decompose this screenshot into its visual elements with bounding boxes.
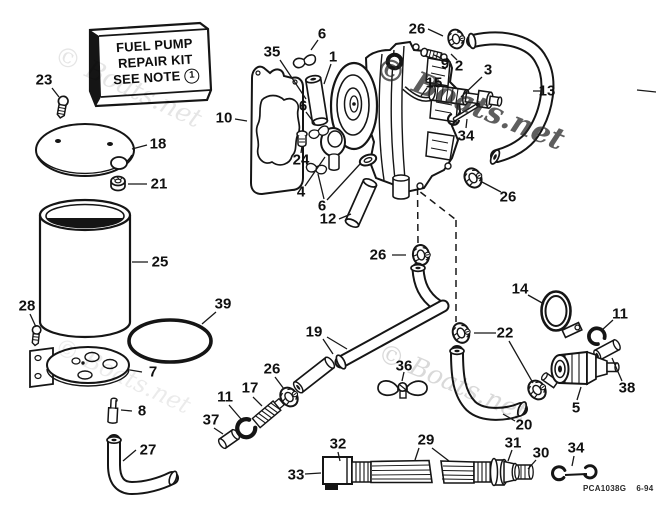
callout-10: 10 (215, 109, 233, 127)
part-36-clamp (377, 380, 428, 399)
part-34-clip-upper (446, 102, 481, 126)
callout-26-lower-left: 26 (263, 360, 281, 378)
part-19-hose-long (334, 262, 450, 370)
kit-box (88, 21, 213, 108)
callout-27: 27 (139, 441, 157, 459)
callout-34-bottom: 34 (567, 439, 585, 457)
part-4-cup (320, 127, 346, 171)
callout-6-mid: 6 (298, 97, 308, 115)
part-7-bracket (29, 346, 130, 389)
callout-32: 32 (329, 435, 347, 453)
callout-6-top: 6 (317, 25, 327, 43)
callout-36: 36 (395, 357, 413, 375)
part-29-hose-sections (370, 459, 493, 484)
callout-31: 31 (504, 434, 522, 452)
callout-23: 23 (35, 71, 53, 89)
callout-26-right: 26 (499, 188, 517, 206)
callout-39: 39 (214, 295, 232, 313)
part-26-clamp-top (445, 26, 468, 52)
note-number-circle: 1 (184, 67, 200, 84)
part-9-screw (420, 47, 443, 61)
part-28-screw (31, 325, 42, 347)
drawing-code: PCA1038G (583, 484, 627, 493)
callout-26-top: 26 (408, 20, 426, 38)
callout-14: 14 (511, 280, 529, 298)
callout-15: 15 (425, 74, 443, 92)
part-5-filter (540, 350, 620, 389)
part-34-clips-bottom (549, 463, 599, 483)
part-20-hose (449, 345, 528, 421)
drawing-footer: PCA1038G 6-94 (583, 485, 654, 493)
part-18-plate (35, 123, 135, 177)
part-6-clip-top (291, 53, 318, 70)
callout-26-mid: 26 (369, 246, 387, 264)
part-3-connector (402, 84, 503, 110)
callout-7: 7 (148, 363, 158, 381)
callout-24: 24 (292, 151, 310, 169)
part-10-gasket (249, 65, 304, 196)
part-12-tube (344, 177, 378, 229)
part-19-tube-short (292, 356, 336, 394)
part-1-fuel-pump (329, 40, 462, 200)
part-27-hose (106, 434, 179, 496)
callout-5: 5 (571, 399, 581, 417)
callout-37: 37 (202, 411, 220, 429)
callout-3: 3 (483, 61, 493, 79)
part-26-clamp-right (460, 163, 487, 192)
part-24-plug (296, 130, 308, 148)
pump-port-ring (385, 52, 404, 71)
callout-11-right: 11 (612, 305, 628, 323)
callout-13: 13 (538, 82, 556, 100)
callout-9: 9 (440, 55, 450, 73)
callout-4: 4 (296, 183, 306, 201)
callout-1: 1 (328, 48, 338, 66)
part-26-clamp-mid (410, 242, 433, 268)
callout-28: 28 (18, 297, 36, 315)
part-23-screw (56, 95, 69, 119)
revision-date: 6-94 (636, 484, 654, 493)
callout-8: 8 (137, 402, 147, 420)
callout-18: 18 (149, 135, 167, 153)
part-31-fitting (489, 457, 519, 487)
callout-25: 25 (151, 253, 169, 271)
part-38-bushing (593, 338, 621, 362)
callout-11-left: 11 (217, 388, 233, 406)
callout-6-low: 6 (317, 197, 327, 215)
callout-30: 30 (532, 444, 550, 462)
part-8-pin (107, 397, 119, 424)
callout-20: 20 (515, 416, 533, 434)
callout-38: 38 (618, 379, 636, 397)
part-13-hose (466, 31, 555, 165)
part-30-fitting (514, 464, 534, 480)
part-21-grommet (110, 175, 126, 192)
leader-lines (29, 28, 656, 475)
part-25-canister (38, 198, 132, 339)
part-35-tube (304, 74, 329, 127)
callout-29: 29 (417, 431, 435, 449)
callout-19: 19 (305, 323, 323, 341)
kit-box-label: FUEL PUMP REPAIR KIT SEE NOTE 1 (102, 35, 209, 89)
callout-35: 35 (263, 43, 281, 61)
callout-2: 2 (454, 57, 464, 75)
callout-33: 33 (287, 466, 305, 484)
part-32-fitting (351, 461, 372, 483)
part-17-spring (251, 397, 286, 429)
callout-34-upper: 34 (457, 127, 475, 145)
part-39-o-ring (127, 318, 213, 364)
callout-12: 12 (319, 210, 337, 228)
part-37-bushing (217, 428, 241, 450)
part-22-clamp-a (449, 319, 474, 347)
callout-21: 21 (150, 175, 168, 193)
callout-17: 17 (241, 379, 259, 397)
part-14-clamp (540, 290, 583, 339)
part-33-connector (322, 456, 353, 490)
callout-22: 22 (496, 324, 514, 342)
